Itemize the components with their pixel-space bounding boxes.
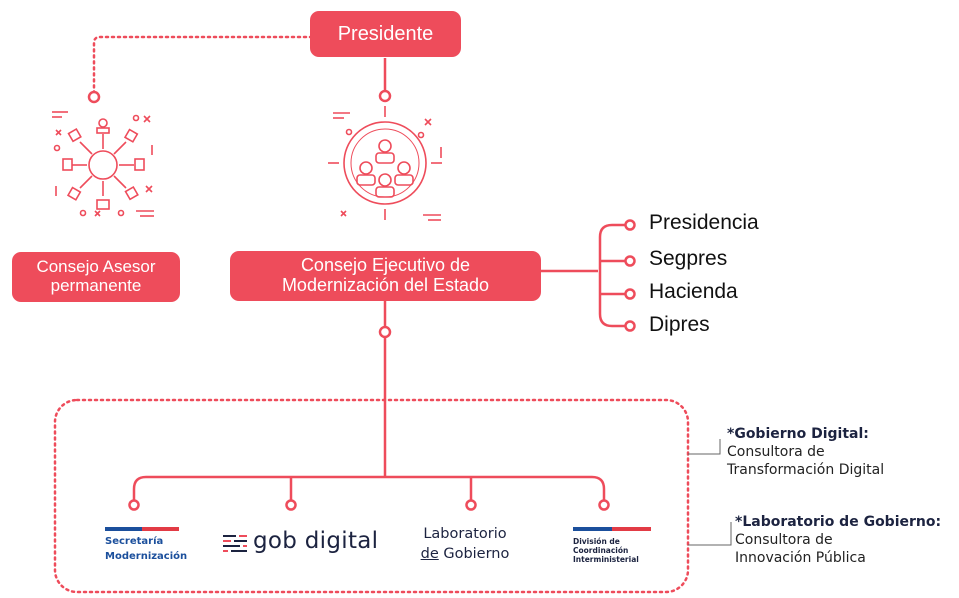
- president-label: Presidente: [337, 23, 434, 45]
- division-line2: Coordinación: [573, 546, 629, 555]
- advisory-council-line1: Consejo Asesor: [36, 257, 156, 277]
- member-segpres: Segpres: [649, 247, 728, 270]
- units-group-frame: [53, 398, 690, 594]
- member-node: [624, 288, 636, 300]
- team-icon: [328, 106, 442, 221]
- gob-digital-text: gob digital: [253, 528, 379, 554]
- note-laboratorio-gobierno: *Laboratorio de Gobierno: Consultora de …: [735, 513, 941, 568]
- gob-digital-mark-icon: [223, 535, 247, 552]
- note-laboratorio-line1: Consultora de: [735, 532, 833, 549]
- executive-node: [378, 325, 392, 339]
- division-line3: Interministerial: [573, 555, 639, 564]
- note-gobierno-digital: *Gobierno Digital: Consultora de Transfo…: [727, 425, 884, 480]
- division-line1: División de: [573, 537, 620, 546]
- laboratorio-gobierno: Gobierno: [443, 545, 510, 562]
- advisory-dotted-link: [92, 35, 320, 97]
- unit-node: [285, 499, 297, 511]
- president-box: Presidente: [310, 11, 461, 57]
- unit-node: [465, 499, 477, 511]
- unit-node: [128, 499, 140, 511]
- note-gobierno-digital-title: *Gobierno Digital:: [727, 426, 869, 442]
- laboratorio-line1: Laboratorio: [423, 526, 507, 542]
- member-hacienda: Hacienda: [649, 280, 738, 303]
- executive-council-line2: Modernización del Estado: [281, 275, 490, 295]
- member-node: [624, 255, 636, 267]
- unit-node: [598, 499, 610, 511]
- executive-council-box: Consejo Ejecutivo de Modernización del E…: [230, 251, 541, 301]
- executive-council-line1: Consejo Ejecutivo de: [300, 255, 471, 276]
- member-node: [624, 320, 636, 332]
- note-laboratorio-title: *Laboratorio de Gobierno:: [735, 514, 942, 530]
- network-icon: [52, 111, 154, 217]
- member-node: [624, 219, 636, 231]
- laboratorio-de: de: [420, 545, 439, 562]
- advisory-node: [87, 90, 101, 104]
- advisory-council-line2: permanente: [50, 276, 142, 295]
- laboratorio-gobierno-logo: Laboratorio de Gobierno: [410, 525, 520, 564]
- member-presidencia: Presidencia: [649, 211, 759, 234]
- division-coordinacion-logo: División de Coordinación Interministeria…: [573, 527, 655, 564]
- secretaria-line2: Modernización: [105, 551, 188, 562]
- member-dipres: Dipres: [649, 313, 710, 336]
- note-gobierno-digital-line2: Transformación Digital: [727, 462, 885, 479]
- secretaria-modernizacion-logo: Secretaría Modernización: [105, 527, 188, 564]
- advisory-council-box: Consejo Asesor permanente: [12, 252, 180, 302]
- note-gobierno-digital-line1: Consultora de: [727, 444, 825, 461]
- secretaria-line1: Secretaría: [105, 536, 164, 547]
- president-node: [378, 89, 392, 103]
- gob-digital-logo: gob digital: [222, 527, 382, 567]
- note-laboratorio-line2: Innovación Pública: [735, 550, 866, 567]
